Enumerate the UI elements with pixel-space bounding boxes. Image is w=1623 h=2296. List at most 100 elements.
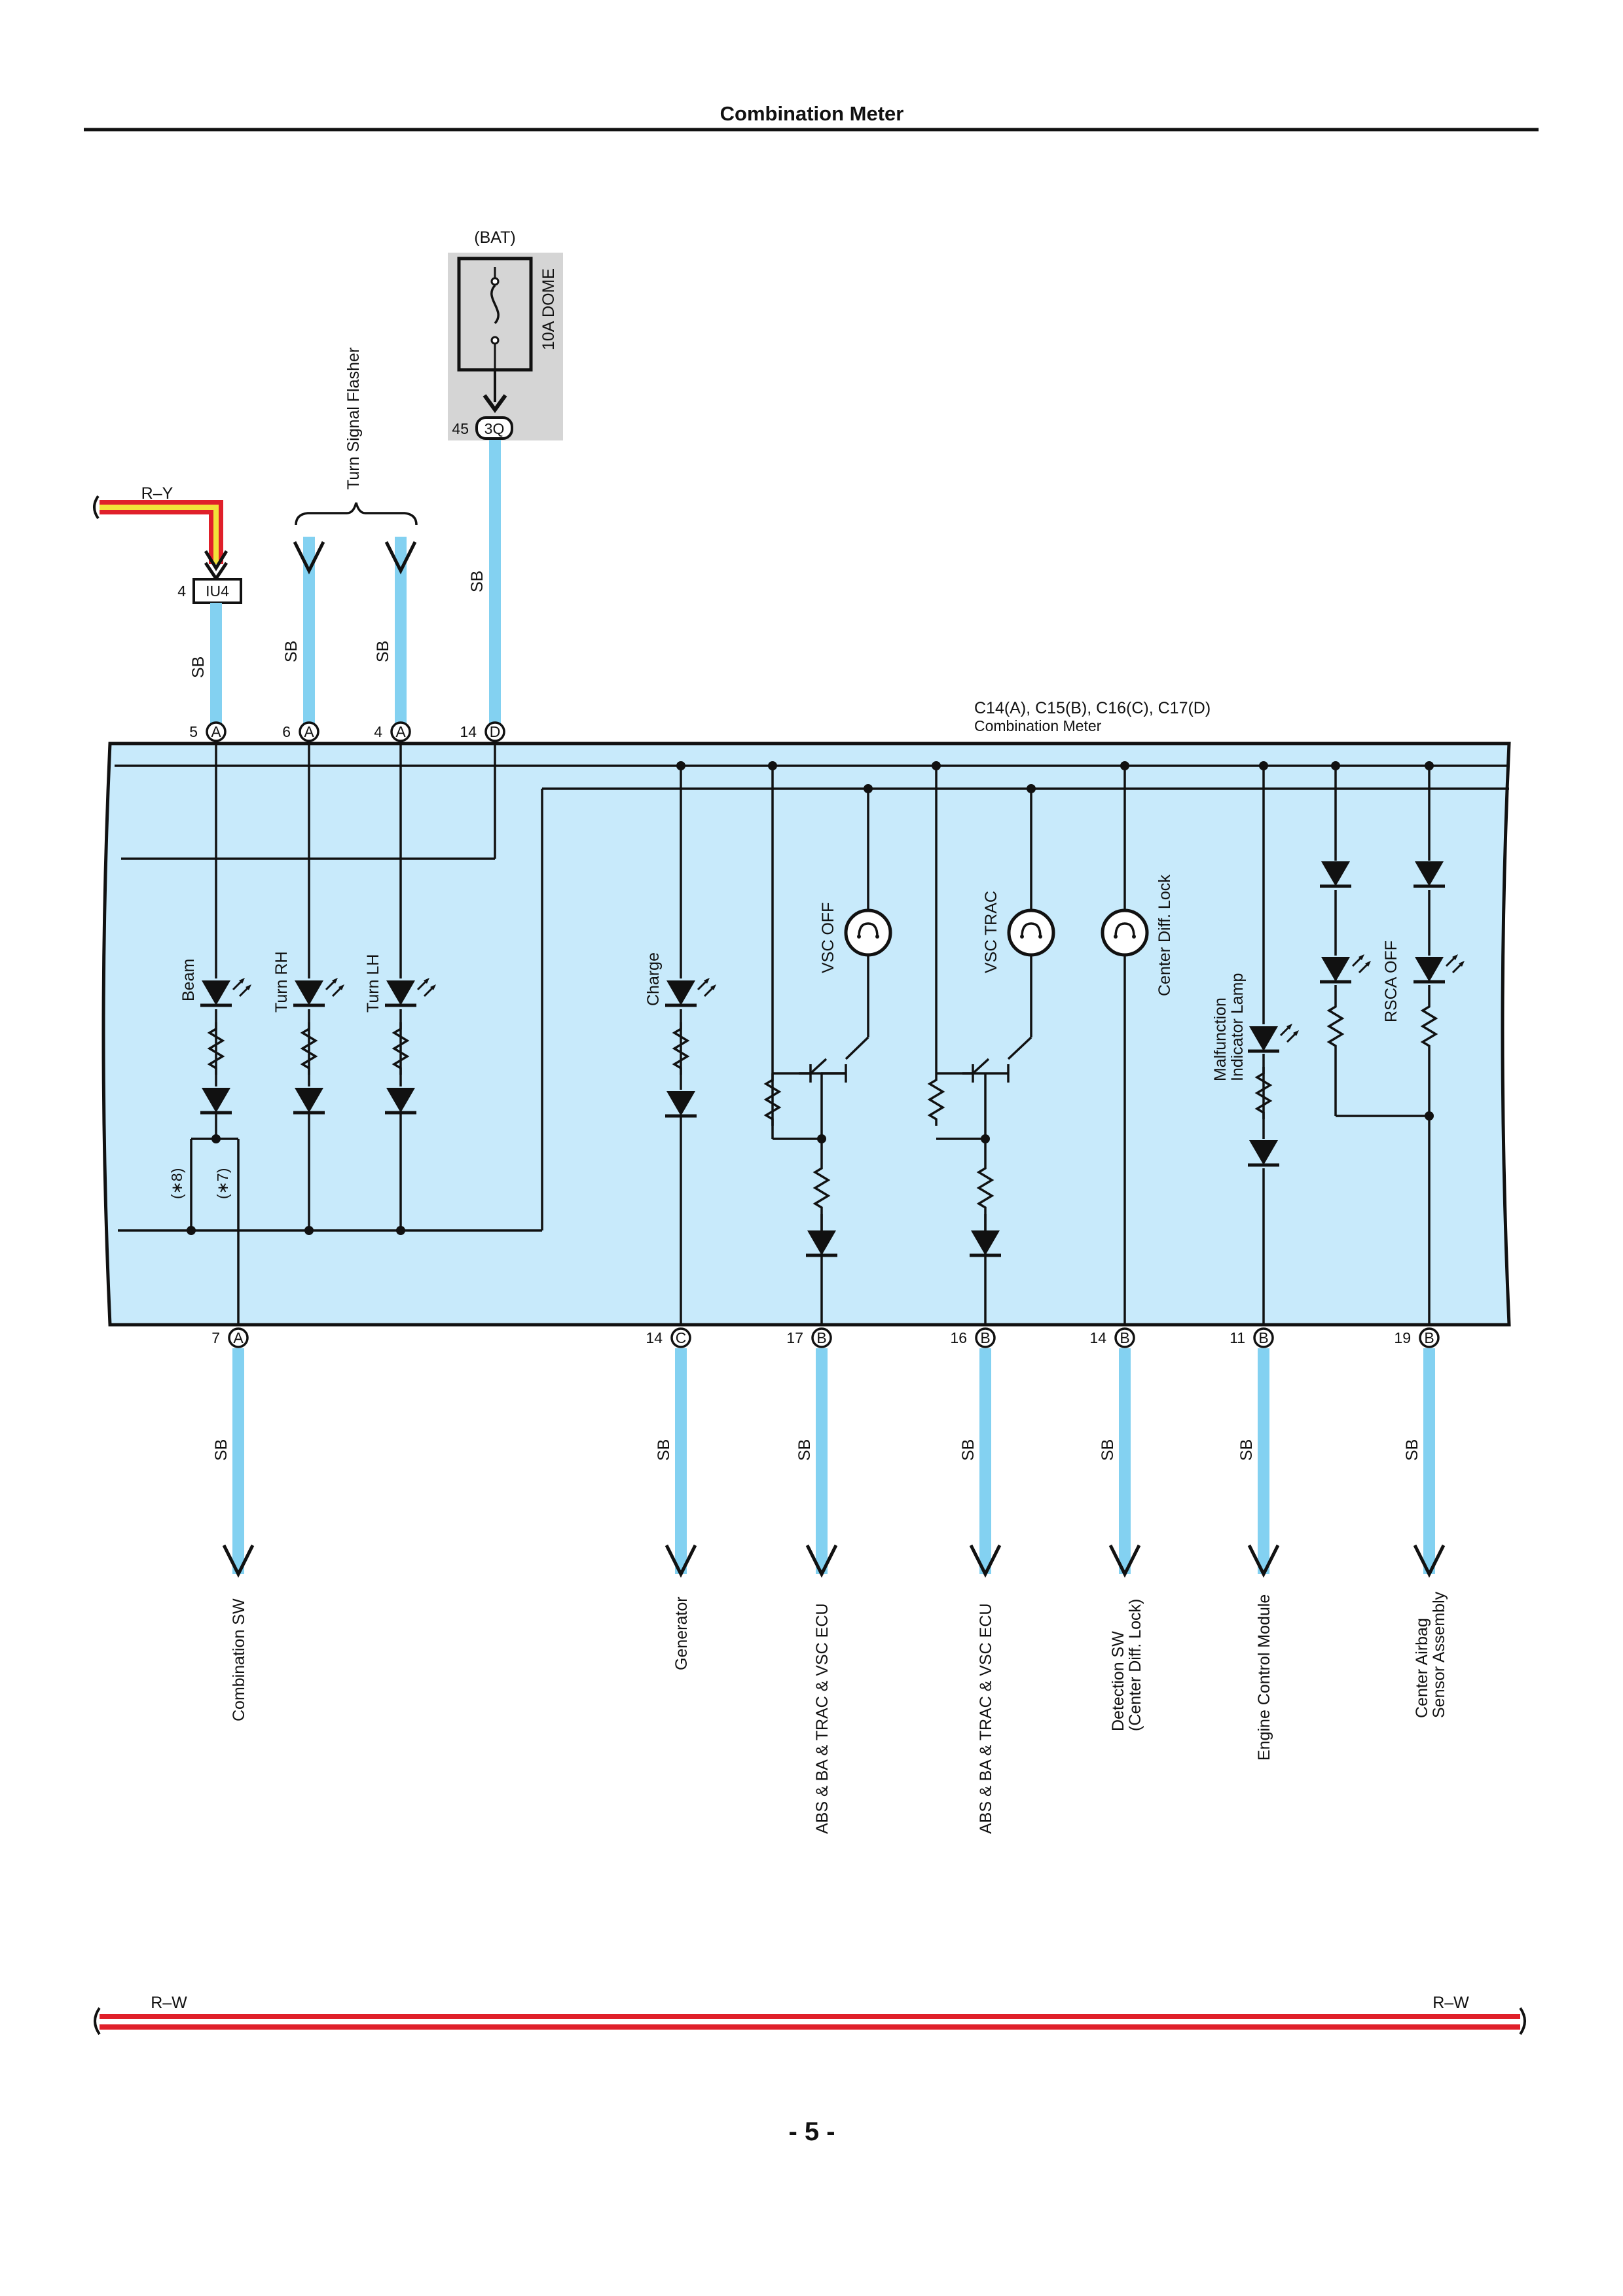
dest-generator: Generator (672, 1596, 691, 1670)
bus-label-left: R–W (151, 1994, 187, 2012)
wire-power-sb (489, 440, 501, 731)
turn-lh-label: Turn LH (364, 954, 382, 1013)
page-title: Combination Meter (720, 102, 904, 125)
dest-abs-ecu-1: ABS & BA & TRAC & VSC ECU (813, 1604, 831, 1834)
fuse-block: (BAT) 10A DOME 3Q 45 (448, 228, 563, 440)
wire-out-a7 (232, 1348, 244, 1574)
out-wire-label-b16: SB (959, 1439, 977, 1461)
junction-dots (187, 761, 1434, 1235)
bus-wire-stripe (100, 2019, 1520, 2024)
input-feed-ry: R–Y IU4 4 (93, 484, 242, 604)
center-diff-bulb (1103, 910, 1147, 955)
pin-a7 (228, 1327, 249, 1348)
wire-out-c14 (675, 1348, 687, 1574)
fuse-box-background (448, 253, 563, 440)
dest-detection-sw-line2: (Center Diff. Lock) (1126, 1599, 1144, 1731)
out-wire-label-b11: SB (1237, 1439, 1256, 1461)
dest-combination-sw: Combination SW (230, 1598, 248, 1721)
wire-a4-sb (395, 537, 407, 731)
pin-b14-num: 14 (1089, 1329, 1106, 1346)
vsc-off-bulb (846, 910, 890, 955)
wire-a4-label: SB (374, 641, 392, 662)
pin-c14 (670, 1327, 691, 1348)
output-wires (224, 1348, 1444, 1574)
wire-out-b11 (1258, 1348, 1269, 1574)
wire-out-b14 (1119, 1348, 1131, 1574)
page-number: - 5 - (788, 2117, 835, 2146)
wire-out-b17 (816, 1348, 828, 1574)
bottom-pins: A 7 C 14 B 17 B 16 B 14 B 11 B 19 (211, 1327, 1440, 1348)
wire-a6-label: SB (282, 641, 301, 662)
pin-b16-id: B (980, 1329, 990, 1346)
pin-b19-num: 19 (1394, 1329, 1411, 1346)
vsc-off-label: VSC OFF (819, 903, 837, 973)
charge-label: Charge (644, 952, 663, 1006)
pin-a4 (390, 721, 411, 742)
pin-d14 (484, 721, 505, 742)
out-wire-label-b19: SB (1403, 1439, 1421, 1461)
pin-a4-num: 4 (374, 723, 382, 740)
pin-b16 (975, 1327, 996, 1348)
iu4-id: IU4 (206, 583, 229, 600)
pin-a5-id: A (211, 723, 221, 740)
out-wire-label-b17: SB (795, 1439, 814, 1461)
pin-c14-num: 14 (646, 1329, 663, 1346)
wire-a5-label: SB (189, 656, 208, 678)
fuse-label: 10A DOME (539, 268, 558, 350)
out-wire-label-a7: SB (212, 1439, 230, 1461)
dest-abs-ecu-2: ABS & BA & TRAC & VSC ECU (977, 1604, 995, 1834)
pin-b19-id: B (1424, 1329, 1434, 1346)
dest-center-airbag-line1: Center Airbag (1413, 1618, 1431, 1718)
vsc-trac-label: VSC TRAC (982, 891, 1000, 973)
dest-center-airbag-line2: Sensor Assembly (1430, 1591, 1448, 1718)
vsc-trac-bulb (1009, 910, 1053, 955)
pin-b17-num: 17 (786, 1329, 803, 1346)
flasher-label: Turn Signal Flasher (344, 348, 363, 490)
meter-connectors: C14(A), C15(B), C16(C), C17(D) (974, 699, 1211, 717)
pin-b11-num: 11 (1230, 1329, 1245, 1346)
pin-a7-num: 7 (211, 1329, 220, 1346)
dest-engine-control-module: Engine Control Module (1255, 1594, 1273, 1761)
pin-a6 (299, 721, 319, 742)
pin-b16-num: 16 (950, 1329, 967, 1346)
turn-rh-label: Turn RH (272, 951, 291, 1013)
fuse-element (490, 284, 500, 325)
wire-a6-sb (303, 537, 315, 731)
pin-a6-id: A (304, 723, 314, 740)
meter-internal-wiring (115, 744, 1509, 1325)
wire-out-b19 (1423, 1348, 1435, 1574)
out-wire-label-c14: SB (655, 1439, 673, 1461)
pin-b17-id: B (816, 1329, 826, 1346)
rsca-off-label: RSCA OFF (1382, 941, 1400, 1022)
note-7: (∗7) (214, 1168, 231, 1199)
center-diff-label: Center Diff. Lock (1156, 874, 1174, 996)
pin-b11-id: B (1258, 1329, 1268, 1346)
mil-label-line1: Malfunction (1211, 997, 1230, 1081)
pin-d14-id: D (490, 723, 501, 740)
pin-d14-num: 14 (460, 723, 477, 740)
beam-label: Beam (179, 959, 198, 1001)
bottom-bus-rw: R–W R–W (94, 1994, 1526, 2036)
pin-b11 (1253, 1327, 1274, 1348)
meter-panel (101, 742, 1511, 1327)
pin-a5-num: 5 (189, 723, 198, 740)
pin-a4-id: A (395, 723, 406, 740)
iu4-pin: 4 (177, 583, 186, 600)
meter-name: Combination Meter (974, 717, 1102, 734)
note-8: (∗8) (168, 1168, 185, 1199)
wire-power-label: SB (468, 571, 486, 592)
pin-b14 (1114, 1327, 1135, 1348)
pin-c14-id: C (676, 1329, 687, 1346)
wire-a5-sb (210, 603, 222, 731)
bus-label-right: R–W (1432, 1994, 1469, 2012)
mil-label-line2: Indicator Lamp (1228, 973, 1247, 1081)
pin-b19 (1419, 1327, 1440, 1348)
junction-pin: 45 (452, 420, 469, 437)
pin-a6-num: 6 (282, 723, 291, 740)
dest-detection-sw-line1: Detection SW (1109, 1631, 1127, 1731)
pin-a5 (206, 721, 227, 742)
top-pins: A 5 A 6 A 4 D 14 (189, 721, 505, 742)
pin-a7-id: A (233, 1329, 244, 1346)
junction-id: 3Q (484, 420, 505, 437)
pin-b17 (811, 1327, 832, 1348)
